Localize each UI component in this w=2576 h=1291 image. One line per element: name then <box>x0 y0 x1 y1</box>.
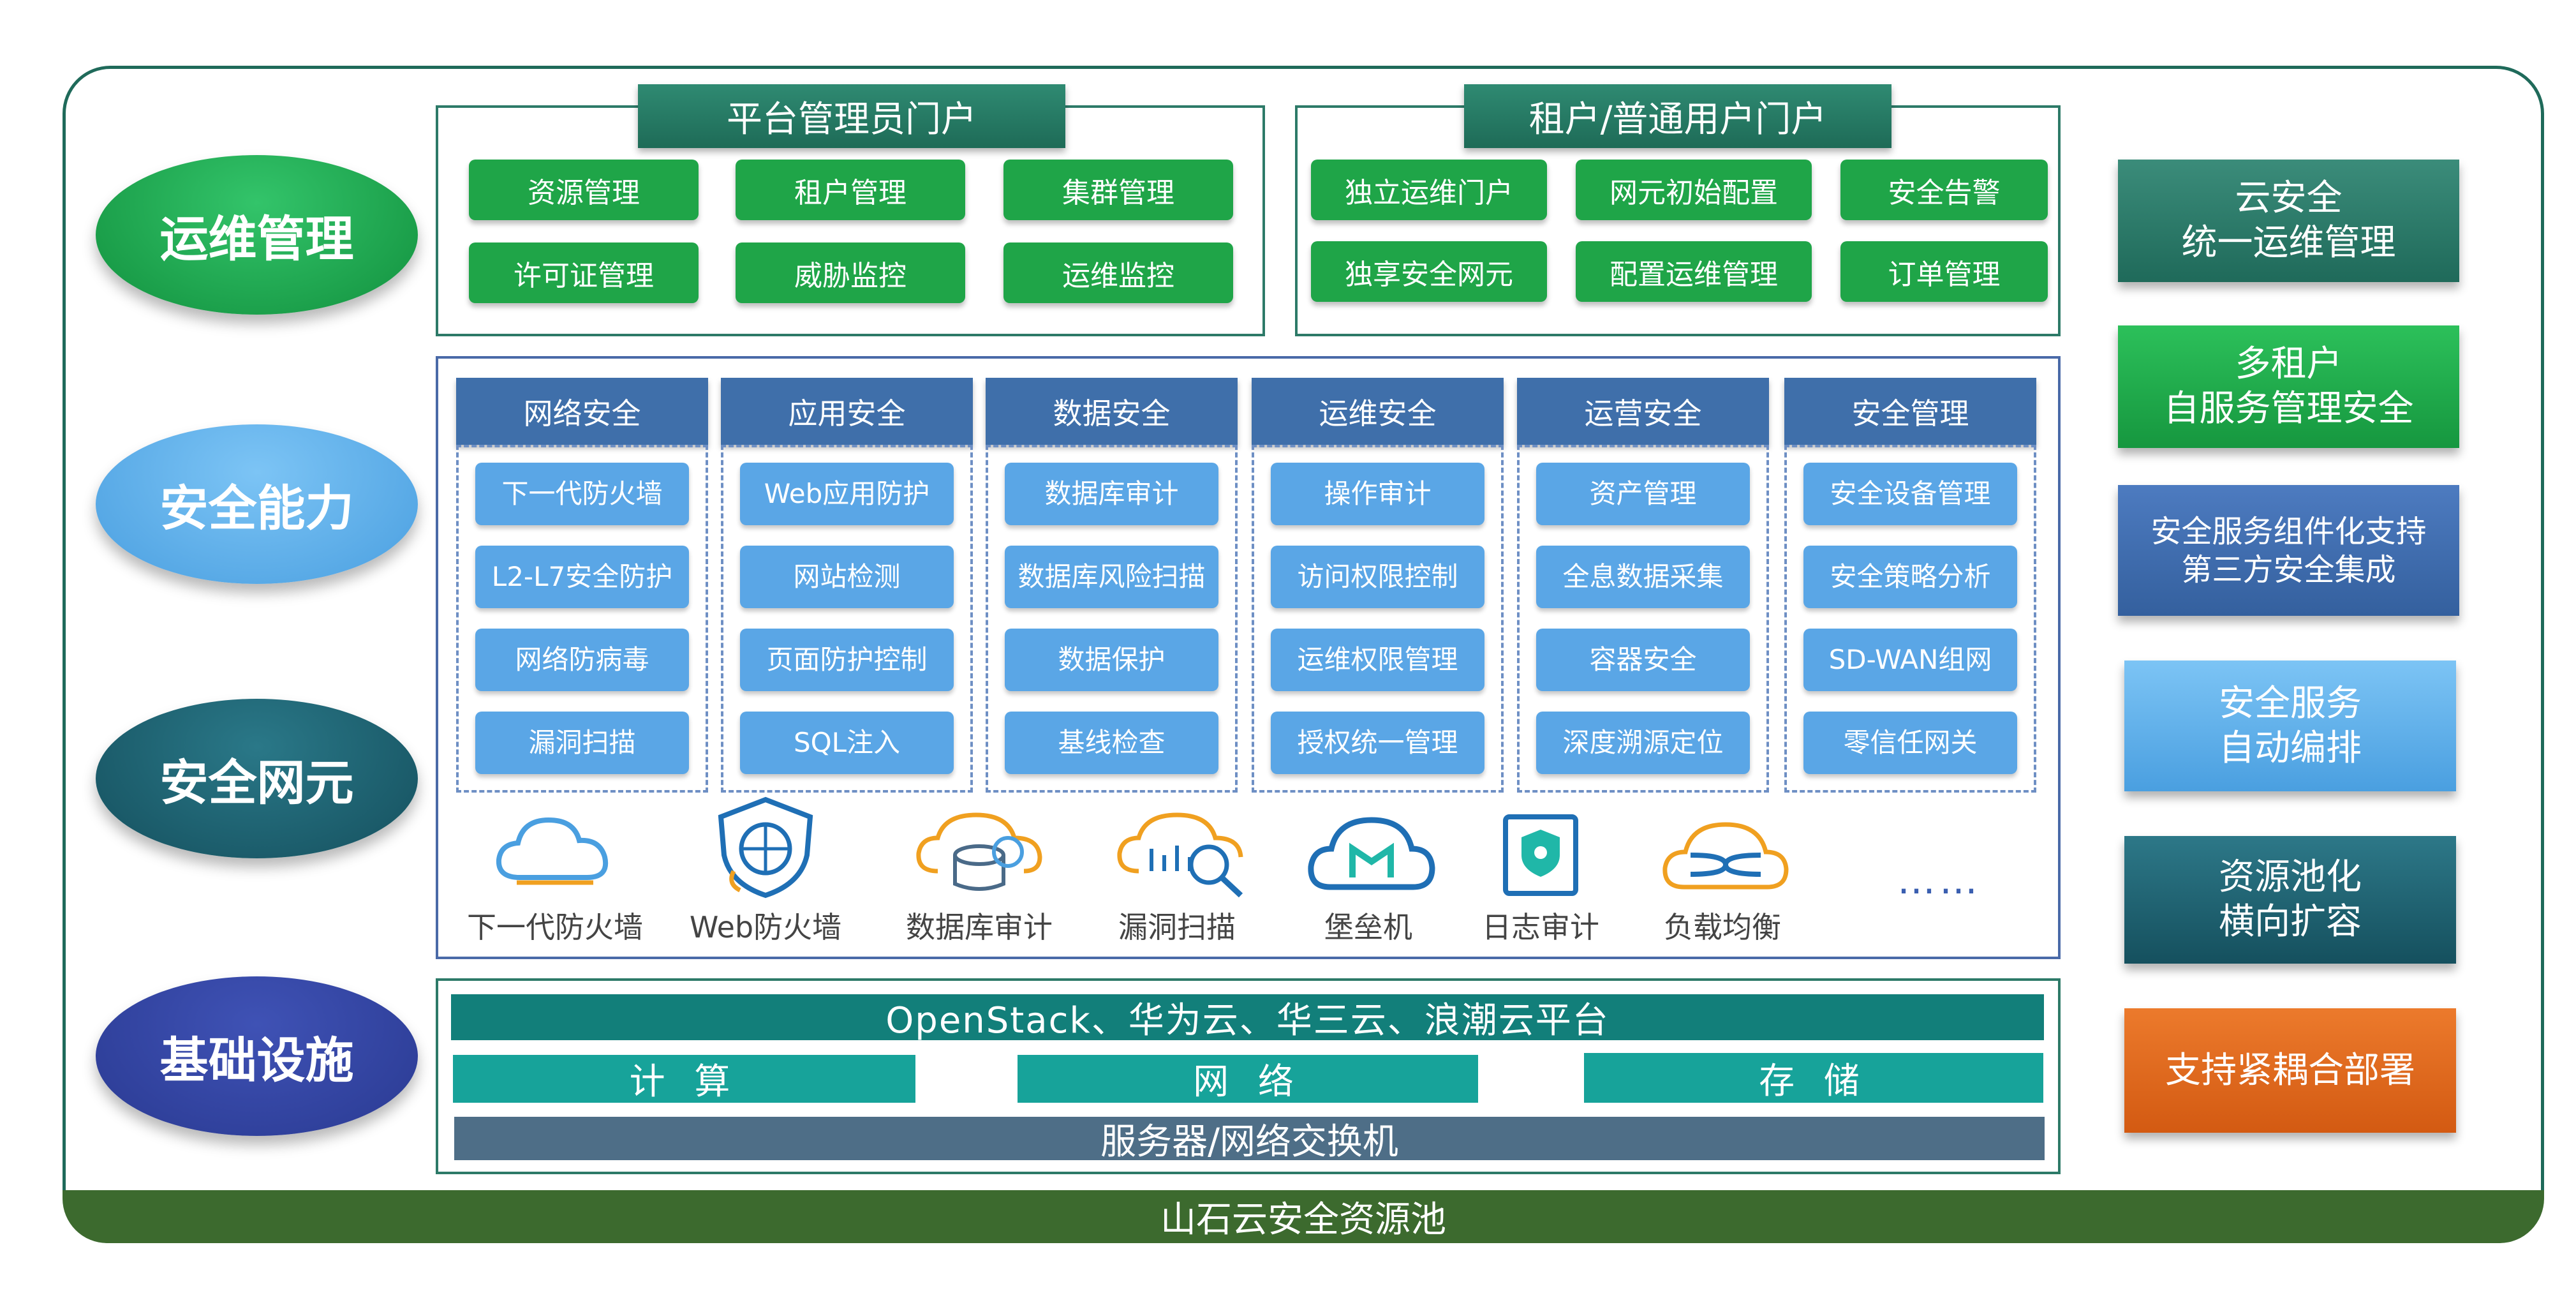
globe-shield-icon <box>708 795 823 900</box>
layer-element: 安全网元 <box>96 699 418 858</box>
security-column-header: 安全管理 <box>1784 378 2036 445</box>
security-item: 下一代防火墙 <box>475 463 689 525</box>
security-column-header: 应用安全 <box>721 378 973 445</box>
security-item: 安全策略分析 <box>1803 546 2017 608</box>
network-element-label: 下一代防火墙 <box>467 910 643 944</box>
security-item: 数据库风险扫描 <box>1005 546 1218 608</box>
tenant-item: 配置运维管理 <box>1576 241 1812 302</box>
admin-item: 集群管理 <box>1003 160 1233 220</box>
feature-line: 资源池化 <box>2219 856 2362 898</box>
compute-bar: 计 算 <box>453 1055 915 1103</box>
storage-bar: 存 储 <box>1584 1053 2043 1103</box>
admin-item: 租户管理 <box>736 160 965 220</box>
admin-portal-title: 平台管理员门户 <box>638 84 1065 148</box>
security-item: 基线检查 <box>1005 712 1218 774</box>
tenant-portal-title: 租户/普通用户门户 <box>1464 84 1891 148</box>
feature-line: 支持紧耦合部署 <box>2165 1049 2415 1091</box>
feature-unified-ops: 云安全 统一运维管理 <box>2118 160 2459 282</box>
network-element-label: 负载均衡 <box>1664 910 1781 944</box>
security-item: 页面防护控制 <box>740 629 954 691</box>
security-item: 深度溯源定位 <box>1536 712 1750 774</box>
security-column-header: 运维安全 <box>1252 378 1504 445</box>
security-column-frame <box>1252 445 1504 793</box>
security-item: 授权统一管理 <box>1271 712 1484 774</box>
security-column-frame <box>1517 445 1769 793</box>
network-bar: 网 络 <box>1018 1055 1478 1103</box>
security-item: 资产管理 <box>1536 463 1750 525</box>
feature-line: 云安全 <box>2235 177 2343 219</box>
security-item: 数据保护 <box>1005 629 1218 691</box>
security-column-frame <box>986 445 1238 793</box>
security-item: 漏洞扫描 <box>475 712 689 774</box>
layer-capability: 安全能力 <box>96 424 418 584</box>
security-item: Web应用防护 <box>740 463 954 525</box>
network-element-label: 数据库审计 <box>906 910 1053 944</box>
security-column-frame <box>456 445 708 793</box>
feature-line: 横向扩容 <box>2219 901 2362 943</box>
tenant-item: 独享安全网元 <box>1311 241 1547 302</box>
security-item: 访问权限控制 <box>1271 546 1484 608</box>
feature-line: 自服务管理安全 <box>2163 388 2414 429</box>
feature-line: 第三方安全集成 <box>2181 551 2396 588</box>
feature-pooling: 资源池化 横向扩容 <box>2124 836 2456 964</box>
network-element-label: 漏洞扫描 <box>1118 910 1236 944</box>
security-item: SD-WAN组网 <box>1803 629 2017 691</box>
feature-multi-tenant: 多租户 自服务管理安全 <box>2118 325 2459 448</box>
feature-line: 安全服务组件化支持 <box>2150 513 2427 549</box>
log-audit-icon <box>1499 810 1582 900</box>
load-balance-cloud-icon <box>1659 810 1793 900</box>
feature-line: 统一运维管理 <box>2181 222 2396 264</box>
layer-infra: 基础设施 <box>96 976 418 1136</box>
security-column-frame <box>1784 445 2036 793</box>
tenant-item: 安全告警 <box>1840 160 2048 220</box>
security-capability-box <box>436 356 2061 959</box>
hardware-bar: 服务器/网络交换机 <box>454 1117 2045 1163</box>
admin-item: 威胁监控 <box>736 243 965 303</box>
admin-item: 许可证管理 <box>469 243 699 303</box>
footer-bar: 山石云安全资源池 <box>63 1190 2544 1243</box>
cloud-icon <box>491 801 619 897</box>
security-item: 全息数据采集 <box>1536 546 1750 608</box>
security-item: 数据库审计 <box>1005 463 1218 525</box>
network-element-label: Web防火墙 <box>689 910 842 944</box>
security-item: 运维权限管理 <box>1271 629 1484 691</box>
cloud-platforms-bar: OpenStack、华为云、华三云、浪潮云平台 <box>451 994 2044 1041</box>
layer-ops: 运维管理 <box>96 155 418 315</box>
security-item: 网站检测 <box>740 546 954 608</box>
security-item: L2-L7安全防护 <box>475 546 689 608</box>
database-cloud-icon <box>912 801 1046 900</box>
security-column-header: 数据安全 <box>986 378 1238 445</box>
security-item: 零信任网关 <box>1803 712 2017 774</box>
tenant-item: 独立运维门户 <box>1311 160 1547 220</box>
feature-tight-coupling: 支持紧耦合部署 <box>2124 1008 2456 1133</box>
tenant-item: 订单管理 <box>1840 241 2048 302</box>
network-element-label: 日志审计 <box>1482 910 1599 944</box>
tenant-item: 网元初始配置 <box>1576 160 1812 220</box>
security-column-header: 运营安全 <box>1517 378 1769 445</box>
security-item: SQL注入 <box>740 712 954 774</box>
security-item: 容器安全 <box>1536 629 1750 691</box>
security-column-header: 网络安全 <box>456 378 708 445</box>
admin-item: 资源管理 <box>469 160 699 220</box>
feature-line: 安全服务 <box>2219 682 2362 724</box>
more-ellipsis: …… <box>1897 858 1981 903</box>
security-column-frame <box>721 445 973 793</box>
feature-componentized: 安全服务组件化支持 第三方安全集成 <box>2118 485 2459 616</box>
network-element-label: 堡垒机 <box>1324 910 1412 944</box>
infrastructure-box <box>436 978 2061 1174</box>
cloud-scan-icon <box>1113 801 1250 900</box>
security-item: 网络防病毒 <box>475 629 689 691</box>
bastion-cloud-icon <box>1305 804 1439 900</box>
security-item: 安全设备管理 <box>1803 463 2017 525</box>
security-item: 操作审计 <box>1271 463 1484 525</box>
admin-item: 运维监控 <box>1003 243 1233 303</box>
feature-line: 自动编排 <box>2219 727 2362 769</box>
feature-line: 多租户 <box>2235 343 2343 385</box>
feature-orchestration: 安全服务 自动编排 <box>2124 660 2456 791</box>
